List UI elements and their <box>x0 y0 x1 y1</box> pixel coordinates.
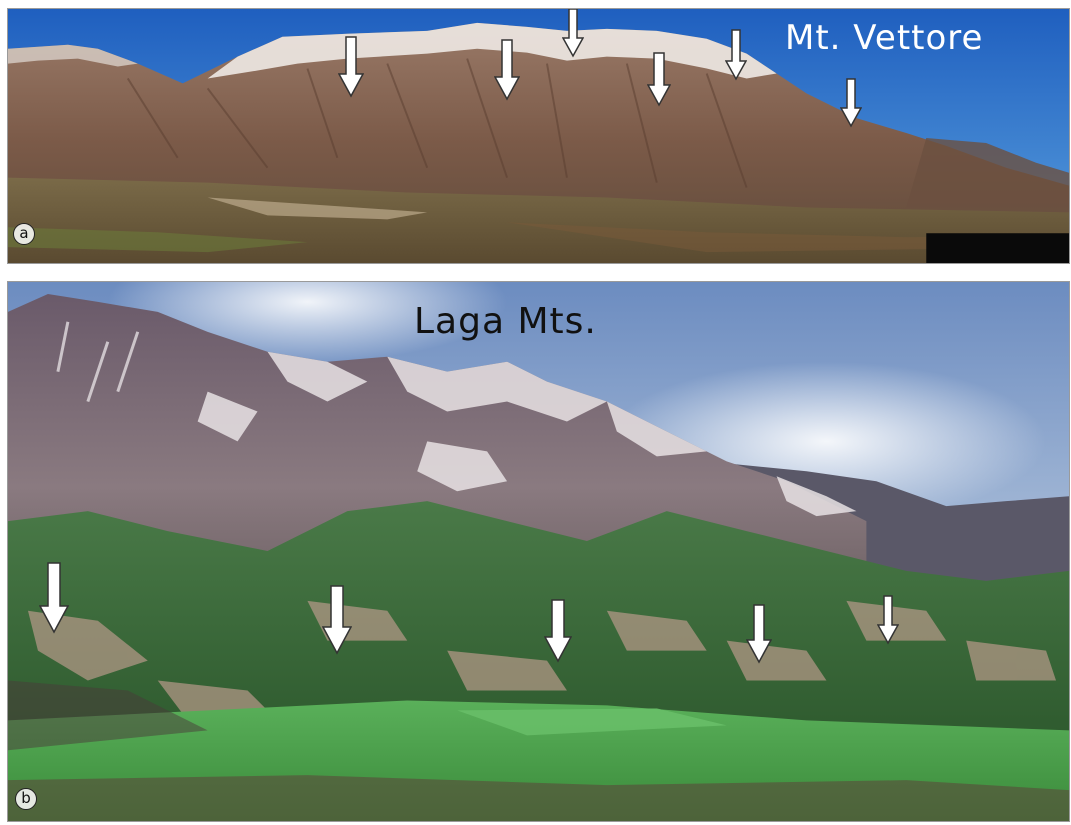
arrow-icon <box>746 604 772 664</box>
panel-a-label: a <box>13 223 35 245</box>
arrow-icon <box>647 52 671 107</box>
arrow-icon <box>725 29 747 81</box>
panel-b-title: Laga Mts. <box>414 301 597 342</box>
arrow-icon <box>544 599 572 663</box>
laga-mountains-photo <box>8 282 1069 821</box>
photo-panel-a: Mt. Vettore a <box>7 8 1070 264</box>
arrow-icon <box>562 9 584 58</box>
arrow-icon <box>877 595 899 645</box>
arrow-icon <box>322 585 352 655</box>
photo-panel-b: Laga Mts. b <box>7 281 1070 822</box>
panel-b-label: b <box>15 788 37 810</box>
panel-a-title: Mt. Vettore <box>785 18 984 58</box>
arrow-icon <box>338 36 364 98</box>
mt-vettore-photo <box>8 9 1069 263</box>
arrow-icon <box>840 78 862 128</box>
arrow-icon <box>494 39 520 101</box>
arrow-icon <box>39 562 69 634</box>
